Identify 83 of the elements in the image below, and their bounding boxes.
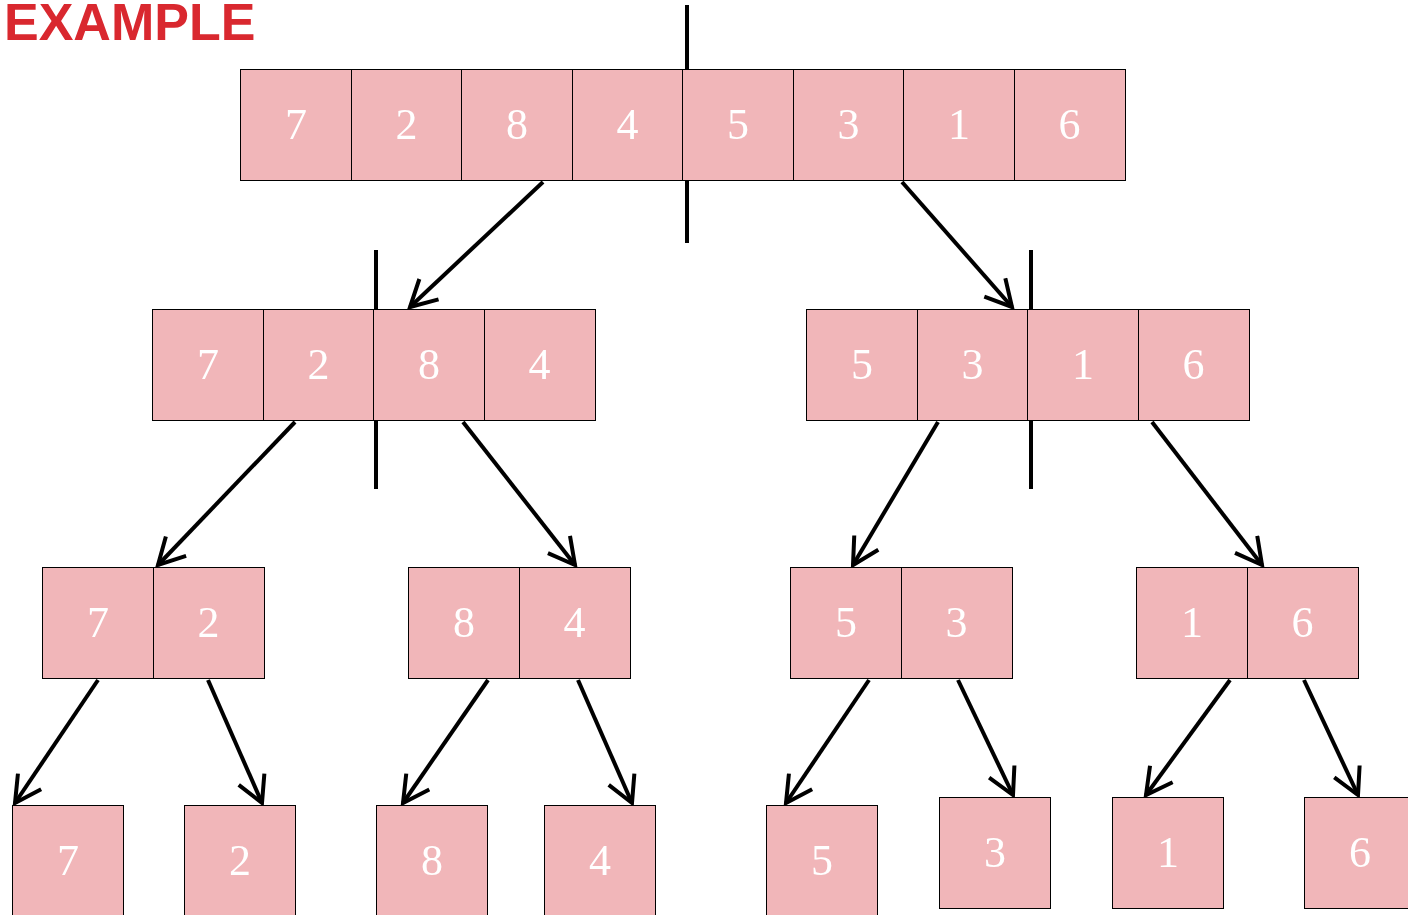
arrow (784, 678, 871, 805)
cell-number: 4 (528, 343, 551, 387)
cell-number: 5 (851, 343, 873, 387)
arrow (900, 180, 1014, 309)
cell-number: 3 (837, 103, 860, 147)
cell-number: 6 (1182, 343, 1205, 387)
arrow (1150, 420, 1264, 567)
number-cell (1246, 567, 1359, 679)
array-box (1136, 567, 1360, 679)
cell-number: 6 (1291, 601, 1314, 645)
cell-number: 1 (948, 103, 970, 147)
number-cell (766, 805, 878, 915)
cell-number: 8 (453, 601, 475, 645)
cell-number: 5 (811, 839, 833, 883)
cell-number: 8 (506, 103, 528, 147)
number-cell (806, 309, 918, 421)
arrow (206, 679, 267, 805)
number-cell (790, 567, 902, 679)
number-cell (240, 69, 352, 181)
array-box (790, 567, 1014, 679)
number-cell (1112, 797, 1224, 909)
arrow (1302, 679, 1362, 797)
cell-number: 3 (945, 601, 968, 645)
cell-number: 7 (285, 103, 307, 147)
cell-number: 7 (57, 839, 79, 883)
number-cell (792, 69, 905, 181)
cell-number: 3 (961, 343, 984, 387)
number-cell (1136, 567, 1248, 679)
cell-number: 3 (984, 831, 1006, 875)
array-box (42, 567, 266, 679)
number-cell (262, 309, 375, 421)
number-cell (900, 567, 1013, 679)
number-cell (1013, 69, 1126, 181)
arrow (13, 678, 100, 805)
arrow (408, 180, 545, 309)
array-box (408, 567, 632, 679)
title: EXAMPLE (4, 0, 256, 48)
cell-number: 6 (1058, 103, 1081, 147)
number-cell (152, 567, 265, 679)
number-cell (939, 797, 1051, 909)
cell-number: 1 (1072, 343, 1094, 387)
cell-number: 7 (197, 343, 219, 387)
cell-number: 1 (1181, 601, 1203, 645)
cell-number: 2 (307, 343, 330, 387)
cell-number: 8 (418, 343, 440, 387)
number-cell (42, 567, 154, 679)
number-cell (571, 69, 684, 181)
cell-number: 4 (563, 601, 586, 645)
number-cell (184, 805, 296, 915)
arrow (156, 420, 297, 567)
cell-number: 2 (395, 103, 418, 147)
arrow (851, 420, 940, 567)
number-cell (408, 567, 520, 679)
number-cell (903, 69, 1015, 181)
number-cell (376, 805, 488, 915)
cell-number: 1 (1157, 831, 1179, 875)
number-cell (152, 309, 264, 421)
number-cell (518, 567, 631, 679)
number-cell (916, 309, 1029, 421)
number-cell (1137, 309, 1250, 421)
arrow (461, 420, 577, 567)
cell-number: 6 (1349, 831, 1371, 875)
number-cell (373, 309, 485, 421)
cell-number: 2 (197, 601, 220, 645)
number-cell (1304, 797, 1408, 909)
cell-number: 5 (835, 601, 857, 645)
arrow (956, 679, 1017, 797)
number-cell (483, 309, 596, 421)
cell-number: 7 (87, 601, 109, 645)
cell-number: 4 (589, 839, 611, 883)
arrow (576, 679, 637, 805)
cell-number: 5 (727, 103, 749, 147)
number-cell (461, 69, 573, 181)
number-cell (1027, 309, 1139, 421)
number-cell (544, 805, 656, 915)
number-cell (12, 805, 124, 915)
arrow (401, 678, 490, 805)
cell-number: 2 (229, 839, 251, 883)
arrow (1144, 678, 1232, 797)
number-cell (350, 69, 463, 181)
number-cell (682, 69, 794, 181)
cell-number: 4 (616, 103, 639, 147)
cell-number: 8 (421, 839, 443, 883)
